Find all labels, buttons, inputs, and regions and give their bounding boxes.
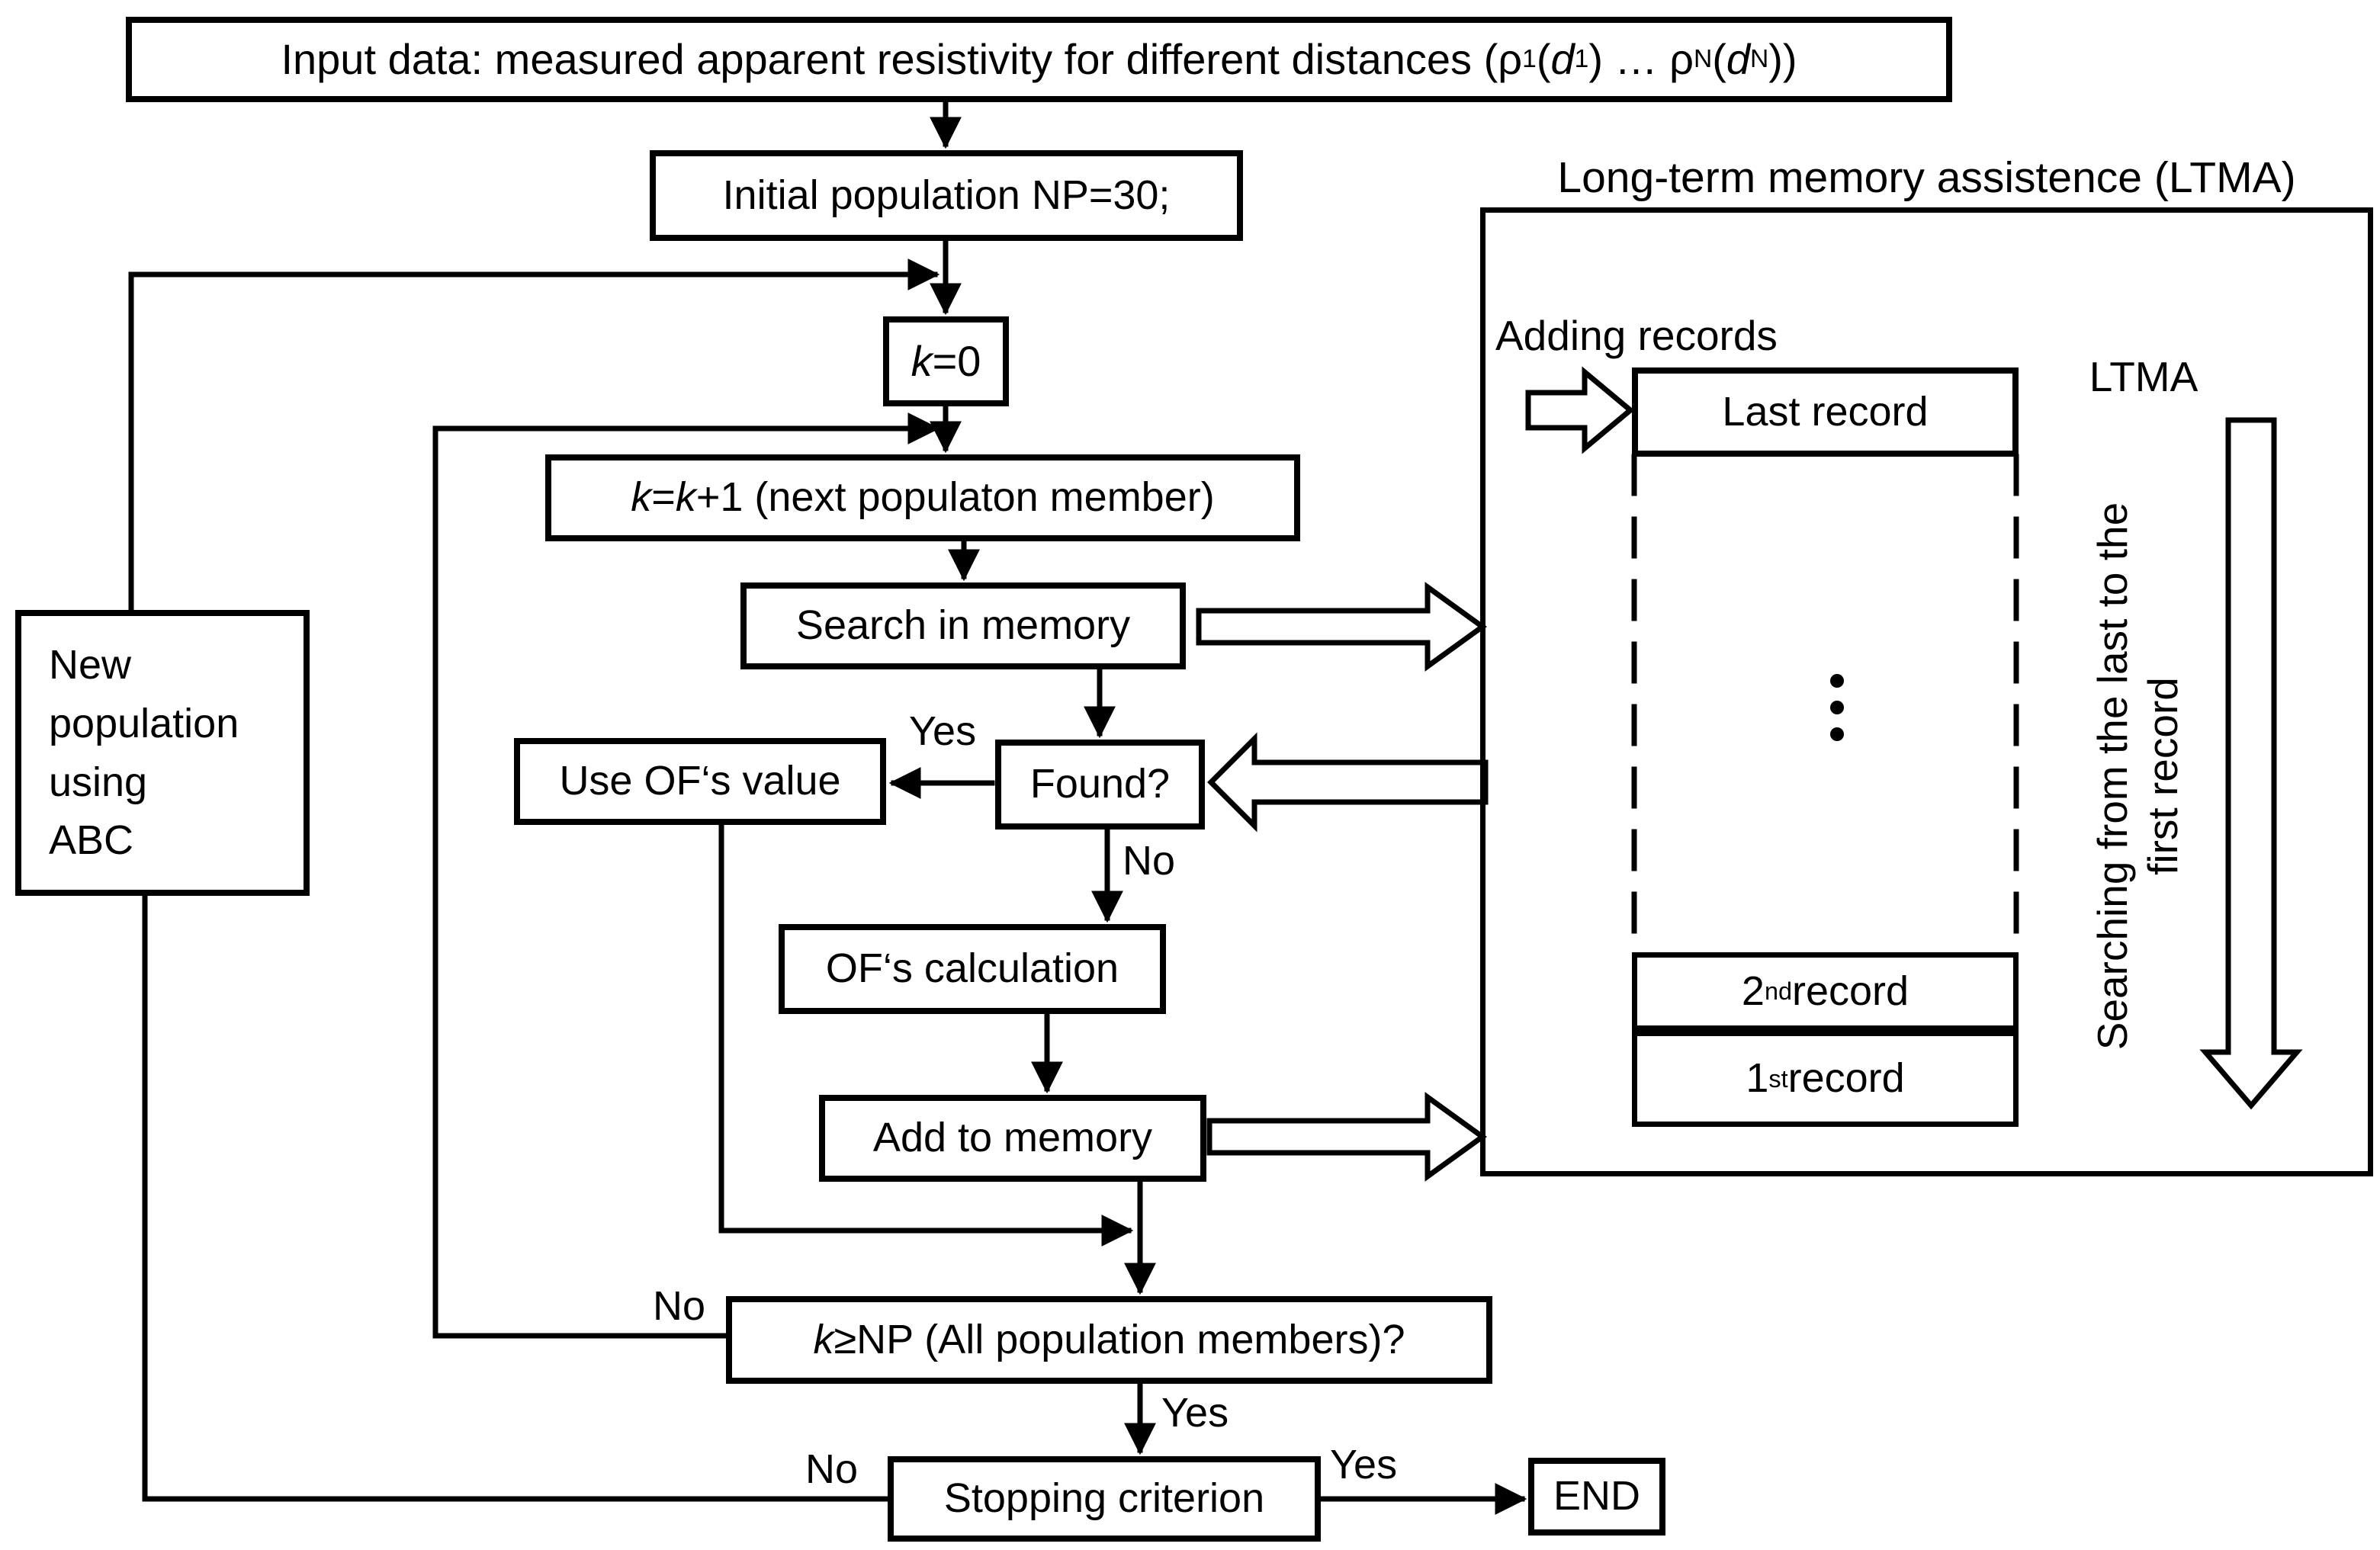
- block-arrow-search-to-ltma: [1196, 582, 1487, 672]
- record-last: Last record: [1632, 367, 2019, 457]
- node-all-members-check: k≥NP (All population members)?: [726, 1296, 1492, 1384]
- ltma-panel: [1480, 207, 2373, 1176]
- node-use-of-value: Use OF‘s value: [514, 738, 886, 825]
- node-add-to-memory: Add to memory: [819, 1095, 1206, 1182]
- vertical-ellipsis-icon: [1830, 674, 1844, 741]
- node-k-increment: k=k+1 (next populaton member): [545, 454, 1300, 541]
- label-stopping-yes: Yes: [1330, 1442, 1398, 1487]
- node-of-calculation: OF‘s calculation: [779, 924, 1166, 1014]
- label-members-yes: Yes: [1161, 1390, 1229, 1436]
- label-stopping-no: No: [805, 1446, 859, 1492]
- block-arrow-addmem-to-ltma: [1206, 1092, 1487, 1182]
- block-arrow-adding-records: [1525, 366, 1635, 454]
- label-members-no: No: [653, 1283, 706, 1329]
- node-stopping-criterion: Stopping criterion: [888, 1456, 1321, 1542]
- node-input-data: Input data: measured apparent resistivit…: [126, 17, 1952, 102]
- label-found-yes: Yes: [909, 708, 977, 754]
- node-found-decision: Found?: [995, 740, 1205, 830]
- node-end: END: [1528, 1458, 1665, 1536]
- block-arrow-ltma-to-found: [1207, 732, 1489, 833]
- node-initial-population: Initial population NP=30;: [650, 150, 1243, 241]
- adding-records-label: Adding records: [1495, 312, 1778, 359]
- ltma-title: Long-term memory assistence (LTMA): [1557, 153, 2296, 202]
- node-search-in-memory: Search in memory: [740, 582, 1186, 669]
- node-k-equals-0: k=0: [883, 316, 1009, 406]
- ltma-corner-label: LTMA: [2089, 353, 2199, 400]
- label-found-no: No: [1123, 838, 1176, 884]
- block-arrow-search-direction: [2199, 417, 2303, 1110]
